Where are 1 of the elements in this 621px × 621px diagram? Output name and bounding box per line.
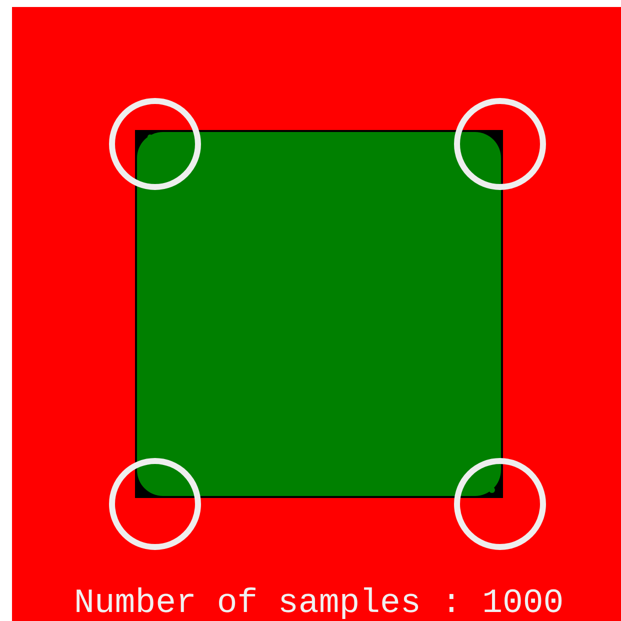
sample-count-text: Number of samples : 1000: [74, 585, 564, 621]
